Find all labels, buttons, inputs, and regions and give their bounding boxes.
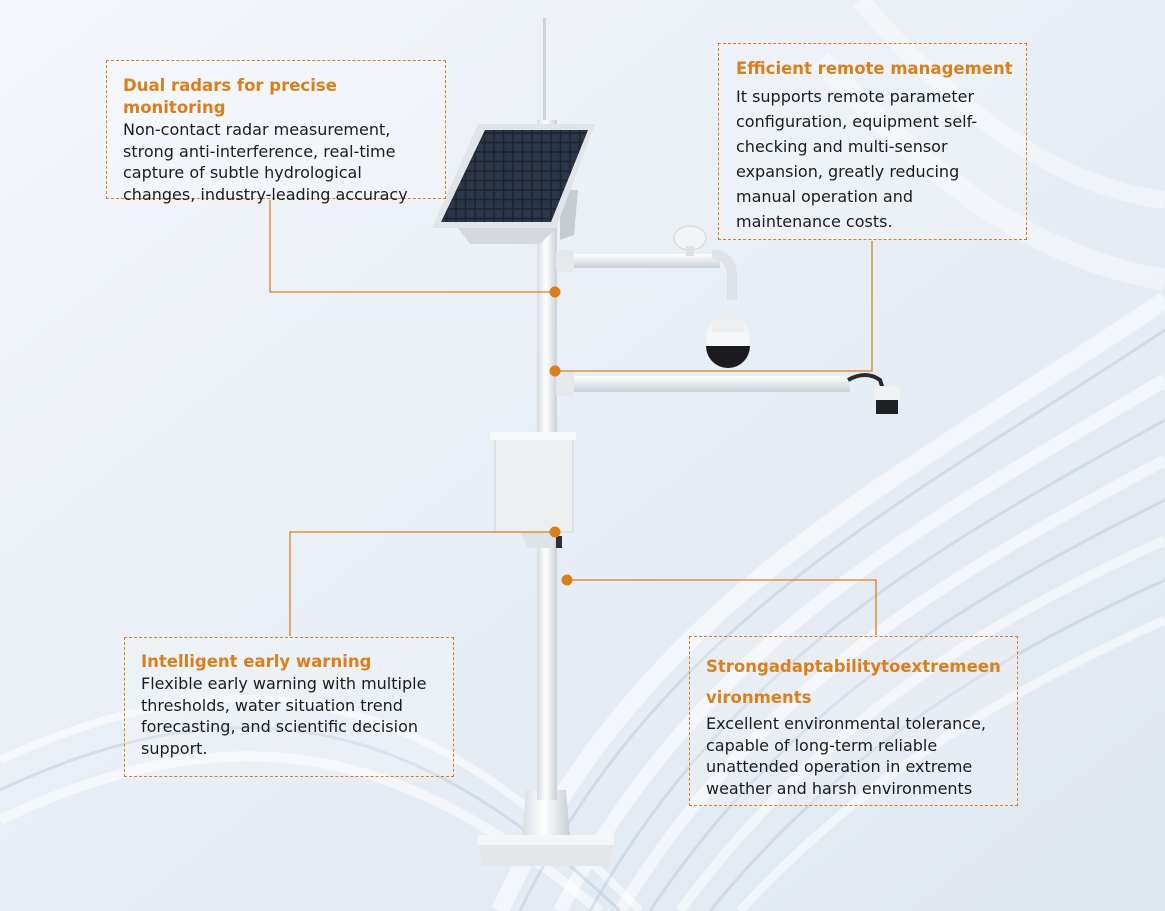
callout-body: Non-contact radar measurement, strong an…	[123, 120, 408, 204]
callout-body: Excellent environmental tolerance, capab…	[706, 714, 987, 798]
callout-extreme-adaptability: Strongadaptabilitytoextremeenvironments …	[689, 636, 1018, 806]
callout-body: Flexible early warning with multiple thr…	[141, 674, 427, 758]
callout-remote-management: Efficient remote management It supports …	[718, 43, 1027, 240]
callout-early-warning: Intelligent early warning Flexible early…	[124, 637, 454, 777]
callout-title: Efficient remote management	[736, 59, 1013, 78]
callout-title: Dual radars for precise monitoring	[123, 76, 337, 117]
callout-body: It supports remote parameter configurati…	[736, 87, 978, 231]
callout-title: Strongadaptabilitytoextremeenvironments	[706, 657, 1001, 707]
callout-dual-radars: Dual radars for precise monitoring Non-c…	[106, 60, 446, 204]
callout-title: Intelligent early warning	[141, 652, 372, 671]
